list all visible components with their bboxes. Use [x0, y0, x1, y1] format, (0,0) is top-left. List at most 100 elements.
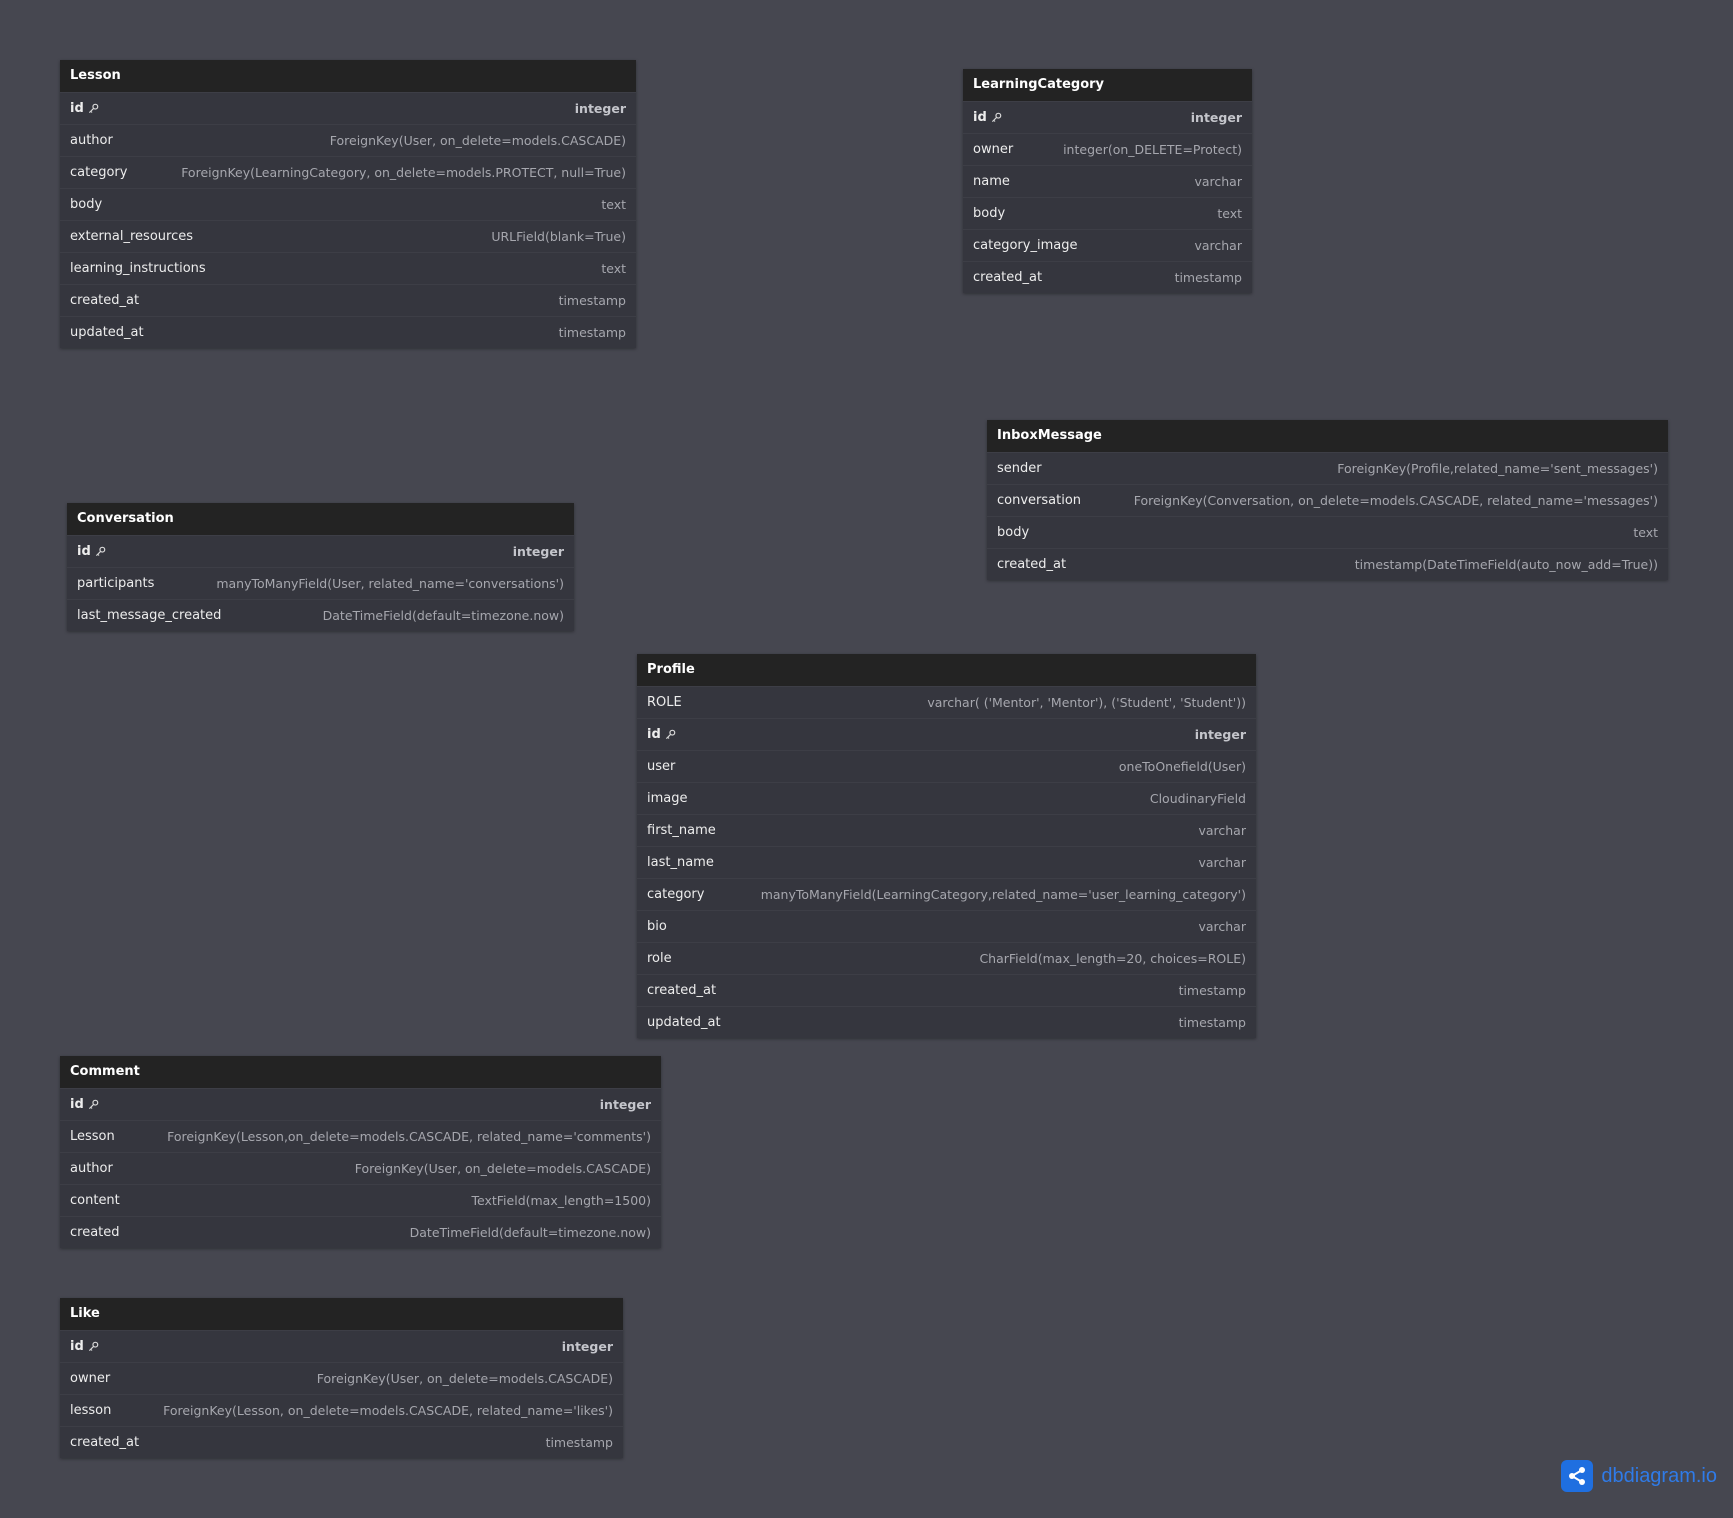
- field-row-body[interactable]: body text: [963, 197, 1252, 229]
- field-type: DateTimeField(default=timezone.now): [322, 608, 564, 623]
- field-type: varchar: [1198, 855, 1246, 870]
- brand-text: dbdiagram.io: [1601, 1464, 1717, 1487]
- table-header[interactable]: Profile: [637, 654, 1256, 686]
- field-name-text: last_name: [647, 855, 714, 870]
- field-name-text: id: [70, 1339, 84, 1354]
- field-name-text: id: [70, 1097, 84, 1112]
- field-type: timestamp(DateTimeField(auto_now_add=Tru…: [1354, 557, 1658, 572]
- field-row-owner[interactable]: owner integer(on_DELETE=Protect): [963, 133, 1252, 165]
- field-name-text: created_at: [997, 557, 1067, 572]
- field-type: varchar: [1198, 823, 1246, 838]
- table-header[interactable]: LearningCategory: [963, 69, 1252, 101]
- table-header[interactable]: Comment: [60, 1056, 661, 1088]
- field-name-text: external_resources: [70, 229, 193, 244]
- field-name-text: updated_at: [70, 325, 144, 340]
- field-type: text: [1217, 206, 1242, 221]
- field-name-text: created_at: [973, 270, 1043, 285]
- field-row-image[interactable]: image CloudinaryField: [637, 782, 1256, 814]
- field-name-text: owner: [973, 142, 1014, 157]
- field-name-text: author: [70, 1161, 113, 1176]
- field-name-text: id: [647, 727, 661, 742]
- field-name: owner: [70, 1371, 110, 1386]
- field-name: category_image: [973, 238, 1077, 253]
- field-name: author: [70, 1161, 113, 1176]
- field-name: external_resources: [70, 229, 193, 244]
- table-header[interactable]: InboxMessage: [987, 420, 1668, 452]
- field-type: integer(on_DELETE=Protect): [1063, 142, 1242, 157]
- field-type: integer: [599, 1097, 651, 1112]
- field-name-text: Lesson: [70, 1129, 115, 1144]
- field-type: integer: [1194, 727, 1246, 742]
- field-name: image: [647, 791, 688, 806]
- field-name: created_at: [997, 557, 1066, 572]
- field-name-text: body: [973, 206, 1006, 221]
- primary-key-icon: [991, 112, 1002, 123]
- field-name-text: bio: [647, 919, 667, 934]
- primary-key-icon: [88, 1099, 99, 1110]
- table-header[interactable]: Lesson: [60, 60, 636, 92]
- field-name-text: created_at: [70, 293, 140, 308]
- field-type: timestamp: [558, 293, 626, 308]
- field-row-last-name[interactable]: last_name varchar: [637, 846, 1256, 878]
- field-row-created-at[interactable]: created_at timestamp(DateTimeField(auto_n…: [987, 548, 1668, 580]
- field-name-text: owner: [70, 1371, 111, 1386]
- field-type: CloudinaryField: [1149, 791, 1246, 806]
- field-name-text: last_message_created: [77, 608, 222, 623]
- field-name-text: created_at: [647, 983, 717, 998]
- field-name: body: [997, 525, 1029, 540]
- field-name: category: [647, 887, 704, 902]
- field-name-text: created: [70, 1225, 120, 1240]
- field-row-last-message-created[interactable]: last_message_created DateTimeField(defaul…: [67, 599, 574, 631]
- table-header[interactable]: Like: [60, 1298, 623, 1330]
- field-row-id[interactable]: id integer: [637, 718, 1256, 750]
- field-type: ForeignKey(Lesson, on_delete=models.CASC…: [163, 1403, 613, 1418]
- field-type: ForeignKey(User, on_delete=models.CASCAD…: [329, 133, 626, 148]
- field-row-created-at[interactable]: created_at timestamp: [60, 284, 636, 316]
- field-name-text: body: [70, 197, 103, 212]
- field-row-id[interactable]: id integer: [60, 1088, 661, 1120]
- field-name: conversation: [997, 493, 1081, 508]
- brand-badge[interactable]: dbdiagram.io: [1561, 1460, 1717, 1492]
- table-header[interactable]: Conversation: [67, 503, 574, 535]
- field-type: integer: [1190, 110, 1242, 125]
